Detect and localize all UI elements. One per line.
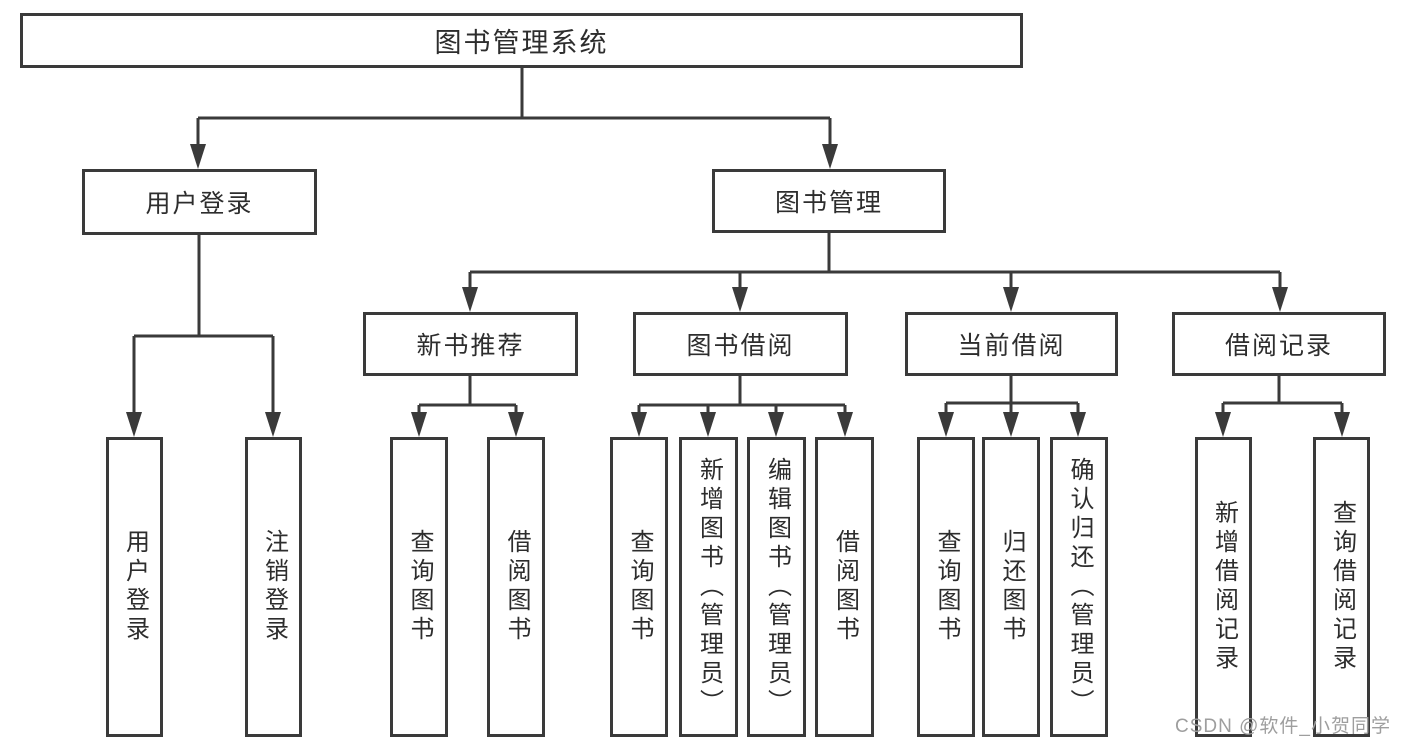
node-book-borrowing: 图书借阅 [633, 312, 848, 376]
leaf-current-query-books: 查询图书 [917, 437, 975, 737]
leaf-user-login: 用户登录 [106, 437, 163, 737]
node-label: 当前借阅 [957, 332, 1066, 360]
node-label: 查询图书 [933, 529, 960, 645]
leaf-current-return-books: 归还图书 [982, 437, 1040, 737]
leaf-records-query-borrow-record: 查询借阅记录 [1313, 437, 1370, 737]
node-current-borrowing: 当前借阅 [905, 312, 1118, 376]
leaf-borrow-add-books-admin: 新增图书（管理员） [679, 437, 738, 737]
node-label: 注销登录 [260, 529, 288, 645]
leaf-borrow-edit-books-admin: 编辑图书（管理员） [747, 437, 806, 737]
node-label: 新增借阅记录 [1210, 500, 1238, 674]
leaf-newbook-query-books: 查询图书 [390, 437, 448, 737]
leaf-newbook-borrow-books: 借阅图书 [487, 437, 545, 737]
leaf-borrow-query-books: 查询图书 [610, 437, 668, 737]
node-book-management: 图书管理 [712, 169, 946, 233]
node-label: 借阅图书 [831, 529, 859, 645]
leaf-logout: 注销登录 [245, 437, 302, 737]
node-borrowing-records: 借阅记录 [1172, 312, 1386, 376]
node-label: 确认归还（管理员） [1066, 456, 1093, 718]
node-label: 图书借阅 [686, 332, 795, 360]
node-label: 借阅记录 [1224, 332, 1333, 360]
leaf-records-add-borrow-record: 新增借阅记录 [1195, 437, 1252, 737]
node-label: 新增图书（管理员） [695, 456, 723, 718]
watermark: CSDN @软件_小贺同学 [1175, 716, 1391, 737]
node-label: 图书管理 [774, 189, 883, 217]
node-label: 查询图书 [406, 529, 433, 645]
node-label: 图书管理系统 [434, 28, 609, 58]
leaf-borrow-borrow-books: 借阅图书 [815, 437, 874, 737]
node-user-login: 用户登录 [82, 169, 317, 235]
node-label: 新书推荐 [416, 332, 525, 360]
node-label: 用户登录 [121, 529, 149, 645]
node-label: 借阅图书 [503, 529, 530, 645]
node-label: 归还图书 [998, 529, 1025, 645]
node-label: 用户登录 [145, 190, 254, 218]
node-label: 查询借阅记录 [1328, 500, 1356, 674]
node-label: 编辑图书（管理员） [763, 456, 791, 718]
node-new-book-recommend: 新书推荐 [363, 312, 578, 376]
node-label: 查询图书 [626, 529, 653, 645]
leaf-current-confirm-return-admin: 确认归还（管理员） [1050, 437, 1108, 737]
node-root: 图书管理系统 [20, 13, 1023, 68]
